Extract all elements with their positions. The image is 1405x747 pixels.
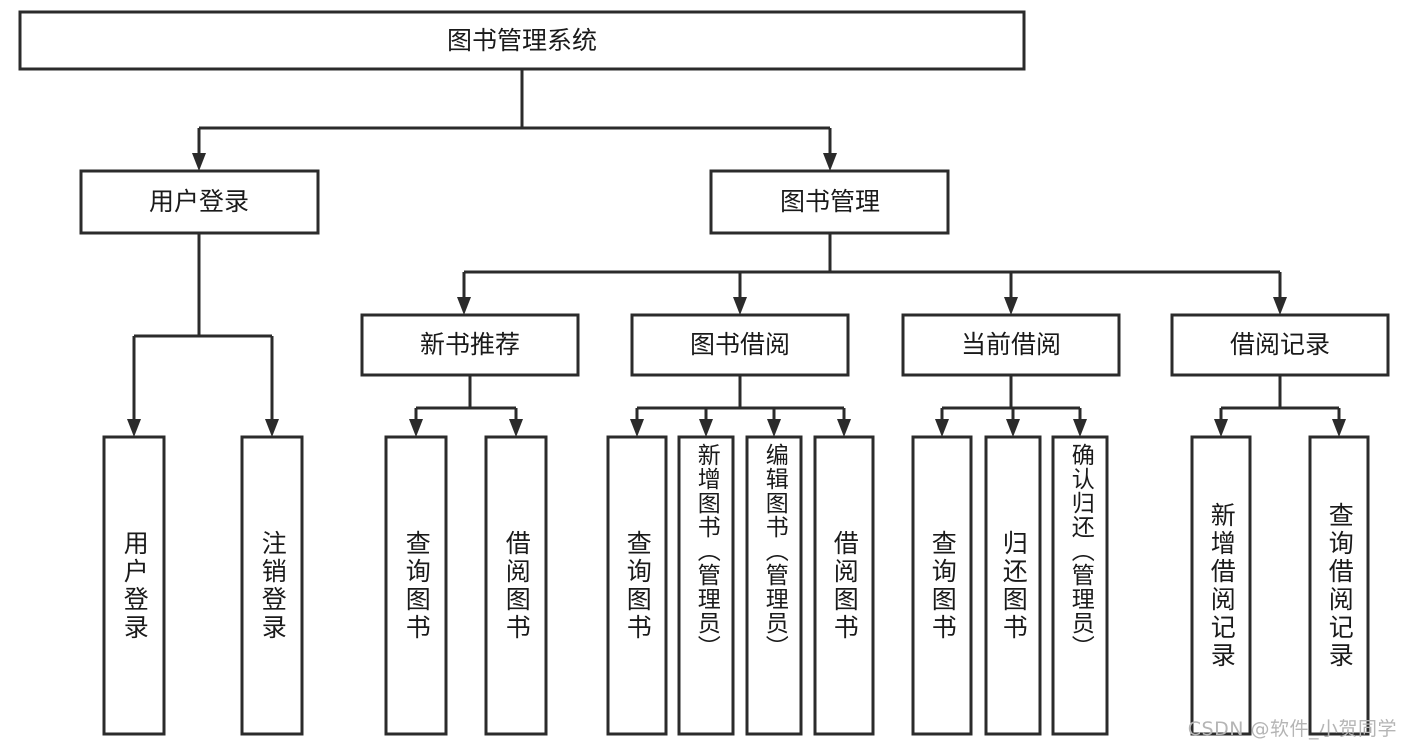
node-new-book-rec-label: 新书推荐	[420, 330, 520, 359]
node-current-borrow-label: 当前借阅	[961, 330, 1061, 359]
arrow-to-leaf-logout	[265, 419, 279, 437]
node-leaf-logout-box[interactable]	[240, 435, 304, 736]
node-book-borrow-label: 图书借阅	[690, 330, 790, 359]
arrow-to-user-login	[192, 153, 206, 171]
arrow-to-leaf-query-record	[1332, 419, 1346, 437]
leaf-boxes	[102, 435, 1370, 736]
node-leaf-return-book-box[interactable]	[984, 435, 1042, 736]
node-leaf-borrow-book-1-box[interactable]	[484, 435, 548, 736]
arrow-to-current-borrow	[1004, 297, 1018, 315]
arrow-to-new-book-rec	[457, 297, 471, 315]
node-root[interactable]: 图书管理系统	[18, 10, 1026, 71]
node-borrow-record-box[interactable]	[1170, 313, 1390, 377]
watermark-text: CSDN @软件_小贺同学	[1187, 718, 1397, 740]
node-leaf-query-book-2-box[interactable]	[606, 435, 668, 736]
node-leaf-user-login-box[interactable]	[102, 435, 166, 736]
connector-group-root-to-level2	[192, 69, 837, 171]
connector-group-new-book-rec-children	[409, 375, 523, 437]
node-root-label: 图书管理系统	[447, 26, 597, 55]
connector-group-user-login-children	[127, 233, 279, 437]
node-current-borrow[interactable]: 当前借阅	[901, 313, 1121, 377]
node-book-borrow-box[interactable]	[630, 313, 850, 377]
arrow-to-leaf-borrow-book-2	[837, 419, 851, 437]
arrow-to-book-borrow	[733, 297, 747, 315]
connector-group-book-borrow-children	[630, 375, 851, 437]
arrow-to-leaf-edit-book	[767, 419, 781, 437]
node-leaf-add-record-box[interactable]	[1190, 435, 1252, 736]
node-book-borrow[interactable]: 图书借阅	[630, 313, 850, 377]
node-new-book-rec-box[interactable]	[360, 313, 580, 377]
node-root-box[interactable]	[18, 10, 1026, 71]
node-leaf-add-book-box[interactable]	[677, 435, 735, 736]
node-user-login[interactable]: 用户登录	[79, 169, 320, 235]
node-borrow-record-label: 借阅记录	[1230, 330, 1330, 359]
node-leaf-confirm-return-box[interactable]	[1051, 435, 1109, 736]
arrow-to-borrow-record	[1273, 297, 1287, 315]
arrow-to-leaf-query-book-3	[935, 419, 949, 437]
arrow-to-leaf-query-book-2	[630, 419, 644, 437]
node-new-book-rec[interactable]: 新书推荐	[360, 313, 580, 377]
connector-group-current-borrow-children	[935, 375, 1087, 437]
connector-group-borrow-record-children	[1214, 375, 1346, 437]
arrow-to-leaf-add-book	[699, 419, 713, 437]
node-leaf-query-book-1-box[interactable]	[384, 435, 448, 736]
node-leaf-borrow-book-2-box[interactable]	[813, 435, 875, 736]
node-user-login-label: 用户登录	[149, 187, 249, 216]
node-leaf-query-record-box[interactable]	[1308, 435, 1370, 736]
arrow-to-leaf-add-record	[1214, 419, 1228, 437]
node-user-login-box[interactable]	[79, 169, 320, 235]
arrow-to-book-manage	[823, 153, 837, 171]
arrow-to-leaf-query-book-1	[409, 419, 423, 437]
node-leaf-edit-book-box[interactable]	[745, 435, 803, 736]
arrow-to-leaf-borrow-book-1	[509, 419, 523, 437]
arrow-to-leaf-confirm-return	[1073, 419, 1087, 437]
node-book-manage[interactable]: 图书管理	[709, 169, 950, 235]
node-borrow-record[interactable]: 借阅记录	[1170, 313, 1390, 377]
arrow-to-leaf-return-book	[1006, 419, 1020, 437]
node-current-borrow-box[interactable]	[901, 313, 1121, 377]
node-book-manage-box[interactable]	[709, 169, 950, 235]
node-book-manage-label: 图书管理	[780, 187, 880, 216]
arrow-to-leaf-user-login	[127, 419, 141, 437]
node-leaf-query-book-3-box[interactable]	[911, 435, 973, 736]
connector-group-book-manage-children	[457, 233, 1287, 315]
